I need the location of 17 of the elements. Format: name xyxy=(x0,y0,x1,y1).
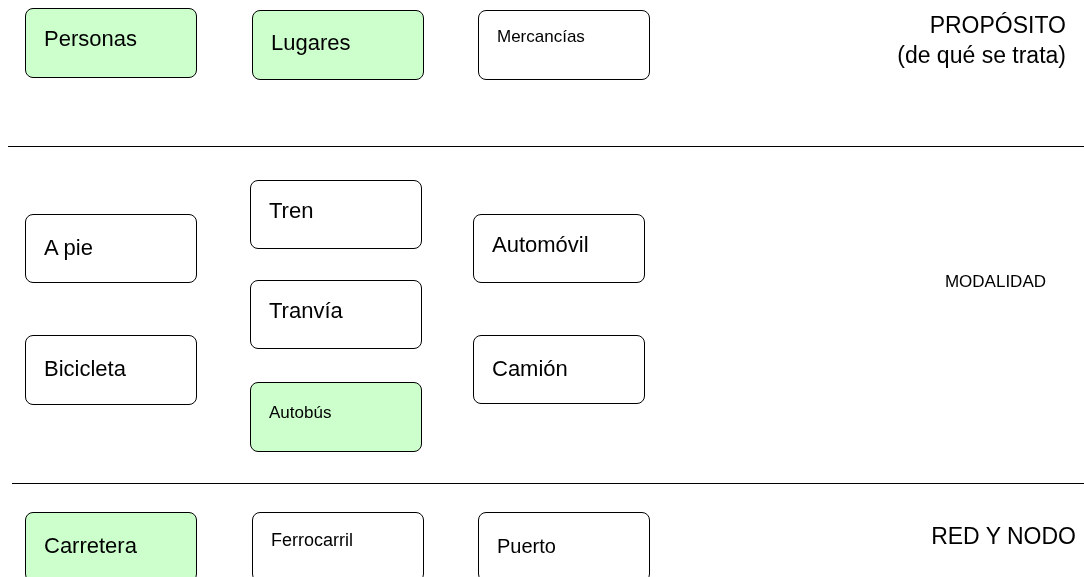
section-label: MODALIDAD xyxy=(944,272,1046,293)
category-box: Tranvía xyxy=(250,280,422,349)
category-box: Personas xyxy=(25,8,197,78)
section-label: (de qué se trata) xyxy=(897,42,1066,70)
category-box: Camión xyxy=(473,335,645,404)
category-box: Carretera xyxy=(25,512,197,577)
category-box: Ferrocarril xyxy=(252,512,424,577)
category-box: Mercancías xyxy=(478,10,650,80)
category-box: Automóvil xyxy=(473,214,645,283)
section-label: PROPÓSITO xyxy=(929,12,1066,40)
category-box: Autobús xyxy=(250,382,422,452)
category-box: Tren xyxy=(250,180,422,249)
category-box: A pie xyxy=(25,214,197,283)
category-box: Lugares xyxy=(252,10,424,80)
category-box: Puerto xyxy=(478,512,650,577)
category-box: Bicicleta xyxy=(25,335,197,405)
section-label: RED Y NODO xyxy=(931,523,1076,551)
